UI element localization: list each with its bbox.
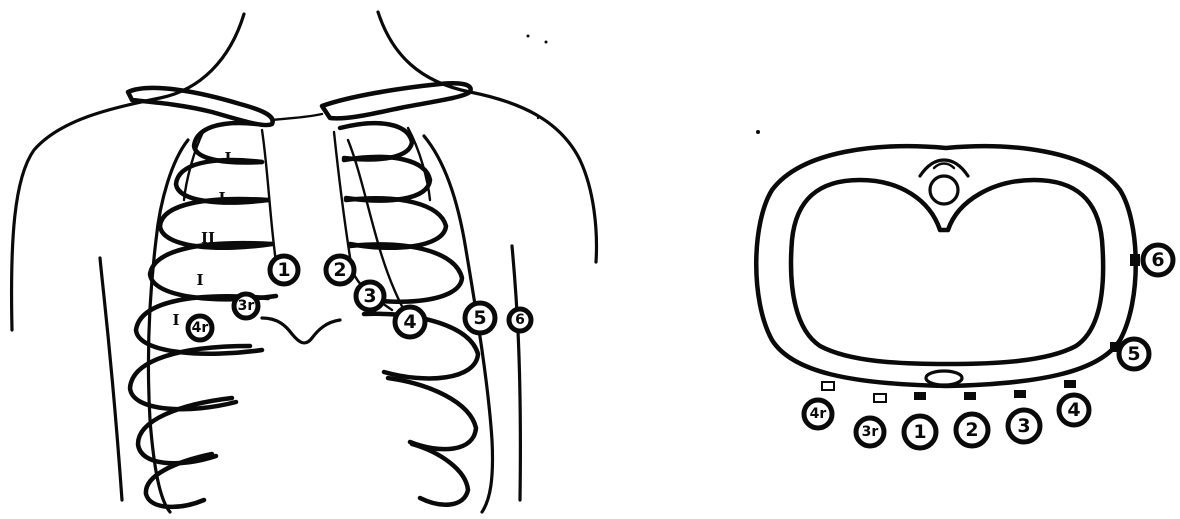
contact-2 bbox=[964, 392, 976, 400]
front-lead-v3r: 3r bbox=[234, 294, 258, 318]
section-lead-v3: 3 bbox=[1008, 410, 1040, 442]
section-lead-v6-label: 6 bbox=[1151, 249, 1164, 271]
section-lead-v3-label: 3 bbox=[1017, 415, 1030, 437]
section-lead-v4r-label: 4r bbox=[810, 406, 827, 422]
front-lead-v3-label: 3 bbox=[363, 285, 376, 307]
sternum-section bbox=[926, 371, 962, 385]
front-lead-v3: 3 bbox=[356, 282, 384, 310]
front-lead-v3r-label: 3r bbox=[238, 298, 255, 314]
section-lead-v1-label: 1 bbox=[913, 421, 926, 443]
left-arm-line bbox=[100, 258, 122, 500]
vertebra bbox=[920, 160, 968, 204]
intercostal-mark-5: I bbox=[172, 311, 179, 329]
contact-6 bbox=[1130, 254, 1140, 266]
front-lead-v6-label: 6 bbox=[515, 312, 525, 328]
transverse-chest-section: 4r 3r 1 2 3 4 5 6 bbox=[756, 146, 1173, 448]
contact-1 bbox=[914, 392, 926, 400]
front-lead-v4-label: 4 bbox=[403, 311, 416, 333]
front-lead-v6: 6 bbox=[509, 309, 531, 331]
section-lead-v2: 2 bbox=[956, 414, 988, 446]
front-lead-v2-label: 2 bbox=[333, 259, 346, 281]
section-lead-v3r-label: 3r bbox=[862, 424, 879, 440]
anterior-chest-view: I I II I I 1 2 3 4 5 6 bbox=[12, 12, 597, 512]
right-clavicle bbox=[128, 88, 273, 125]
section-lead-v4: 4 bbox=[1059, 395, 1089, 425]
contact-4r bbox=[822, 382, 834, 390]
section-lead-v2-label: 2 bbox=[965, 419, 978, 441]
thoracic-cavity bbox=[791, 180, 1103, 364]
right-arm-line bbox=[512, 246, 520, 500]
scan-specks bbox=[527, 35, 761, 135]
intercostal-mark-3: II bbox=[201, 229, 215, 247]
front-lead-v1: 1 bbox=[270, 256, 298, 284]
xiphoid bbox=[262, 318, 340, 343]
intercostal-mark-1: I bbox=[224, 149, 231, 167]
front-lead-v1-label: 1 bbox=[277, 259, 290, 281]
intercostal-mark-2: I bbox=[218, 189, 225, 207]
front-lead-v4r: 4r bbox=[188, 316, 212, 340]
section-lead-v1: 1 bbox=[904, 416, 936, 448]
front-lead-v2: 2 bbox=[326, 256, 354, 284]
section-lead-v5-label: 5 bbox=[1127, 343, 1140, 365]
contact-3r bbox=[874, 394, 886, 402]
front-lead-v5-label: 5 bbox=[473, 307, 486, 329]
front-lead-v5: 5 bbox=[465, 303, 495, 333]
section-lead-v3r: 3r bbox=[856, 418, 884, 446]
sternal-notch bbox=[272, 114, 322, 120]
contact-3 bbox=[1014, 390, 1026, 398]
section-lead-v4r: 4r bbox=[804, 400, 832, 428]
left-clavicle bbox=[322, 83, 471, 118]
contact-4 bbox=[1064, 380, 1076, 388]
section-lead-v5: 5 bbox=[1119, 339, 1149, 369]
front-lead-v4r-label: 4r bbox=[192, 320, 209, 336]
thorax-outer-wall bbox=[756, 146, 1136, 386]
torso-outline-left bbox=[12, 14, 244, 330]
front-lead-v4: 4 bbox=[395, 307, 425, 337]
section-lead-v4-label: 4 bbox=[1067, 399, 1080, 421]
intercostal-mark-4: I bbox=[196, 271, 203, 289]
section-lead-v6: 6 bbox=[1143, 245, 1173, 275]
